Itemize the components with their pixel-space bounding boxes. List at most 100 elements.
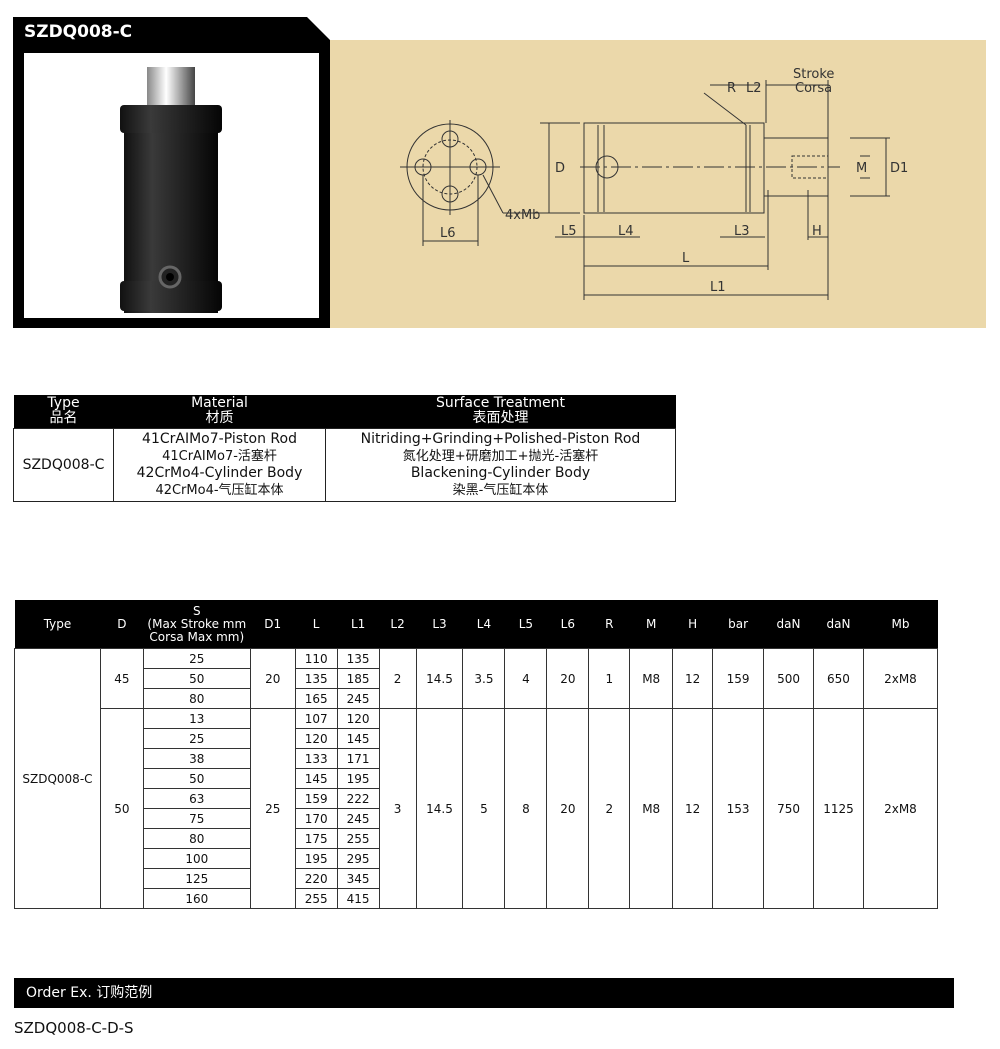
dan2-cell: 1125 — [812, 708, 864, 909]
l2-cell: 3 — [378, 708, 417, 909]
l-cell: 133 — [294, 748, 338, 769]
spec-header: R — [588, 600, 630, 649]
l1-cell: 195 — [336, 768, 380, 789]
type-cell: SZDQ008-C — [13, 428, 114, 502]
h-cell: 12 — [672, 708, 714, 909]
h-cell: 12 — [672, 648, 714, 709]
l1-cell: 171 — [336, 748, 380, 769]
spec-header: L6 — [546, 600, 589, 649]
stroke-cell: 25 — [142, 648, 251, 669]
l3-cell: 14.5 — [415, 648, 464, 709]
stroke-cell: 75 — [142, 808, 251, 829]
product-photo — [24, 53, 319, 318]
l-cell: 255 — [294, 888, 338, 909]
dan2-cell: 650 — [812, 648, 864, 709]
spec-header: M — [629, 600, 673, 649]
l-cell: 170 — [294, 808, 338, 829]
l-cell: 195 — [294, 848, 338, 869]
l-cell: 145 — [294, 768, 338, 789]
label-R: R — [727, 81, 736, 96]
spec-header: H — [672, 600, 713, 649]
l6-cell: 20 — [546, 708, 590, 909]
l4-cell: 3.5 — [462, 648, 506, 709]
l-cell: 135 — [294, 668, 338, 689]
l-cell: 175 — [294, 828, 338, 849]
r-cell: 2 — [588, 708, 631, 909]
bar-cell: 159 — [712, 648, 765, 709]
d1-cell: 25 — [249, 708, 296, 909]
r-cell: 1 — [588, 648, 631, 709]
l1-cell: 135 — [336, 648, 380, 669]
l-cell: 165 — [294, 688, 338, 709]
m-cell: M8 — [629, 648, 674, 709]
spec-header: L3 — [416, 600, 463, 649]
label-D: D — [555, 161, 565, 176]
l4-cell: 5 — [462, 708, 506, 909]
stroke-cell: 160 — [142, 888, 251, 909]
l-cell: 110 — [294, 648, 338, 669]
label-stroke: Stroke — [793, 67, 834, 82]
l1-cell: 245 — [336, 688, 380, 709]
l1-cell: 120 — [336, 708, 380, 729]
l-cell: 120 — [294, 728, 338, 749]
d-cell: 50 — [99, 708, 144, 909]
type-cell: SZDQ008-C — [14, 648, 101, 909]
label-L4: L4 — [618, 224, 634, 239]
order-label-cn: 订购范例 — [96, 985, 153, 1001]
stroke-cell: 125 — [142, 868, 251, 889]
spec-header: L5 — [504, 600, 547, 649]
order-label: Order Ex. — [26, 985, 92, 1001]
label-D1: D1 — [890, 161, 908, 176]
l1-cell: 222 — [336, 788, 380, 809]
stroke-cell: 13 — [142, 708, 251, 729]
l1-cell: 255 — [336, 828, 380, 849]
label-L6: L6 — [440, 226, 456, 241]
spec-header: Type — [14, 600, 101, 649]
stroke-cell: 80 — [142, 688, 251, 709]
spec-header: L1 — [337, 600, 380, 649]
mb-cell: 2xM8 — [862, 708, 939, 909]
spec-header: D1 — [250, 600, 296, 649]
m-cell: M8 — [629, 708, 674, 909]
spec-header: L4 — [462, 600, 505, 649]
stroke-cell: 38 — [142, 748, 251, 769]
d1-cell: 20 — [249, 648, 296, 709]
label-corsa: Corsa — [795, 81, 832, 96]
spec-header: L — [295, 600, 338, 649]
stroke-cell: 50 — [142, 668, 251, 689]
l3-cell: 14.5 — [415, 708, 464, 909]
l-cell: 159 — [294, 788, 338, 809]
spec-header: daN — [813, 600, 864, 649]
order-example-bar: Order Ex. 订购范例 — [14, 978, 954, 1008]
label-L3: L3 — [734, 224, 750, 239]
l6-cell: 20 — [546, 648, 590, 709]
l1-cell: 415 — [336, 888, 380, 909]
l1-cell: 245 — [336, 808, 380, 829]
stroke-cell: 80 — [142, 828, 251, 849]
l2-cell: 2 — [378, 648, 417, 709]
label-L5: L5 — [561, 224, 577, 239]
mb-cell: 2xM8 — [862, 648, 939, 709]
d-cell: 45 — [99, 648, 144, 709]
spec-header: L2 — [379, 600, 417, 649]
label-L1: L1 — [710, 280, 726, 295]
l1-cell: 295 — [336, 848, 380, 869]
spec-header: Mb — [863, 600, 938, 649]
bar-cell: 153 — [712, 708, 765, 909]
label-L: L — [682, 251, 690, 266]
l5-cell: 4 — [504, 648, 548, 709]
